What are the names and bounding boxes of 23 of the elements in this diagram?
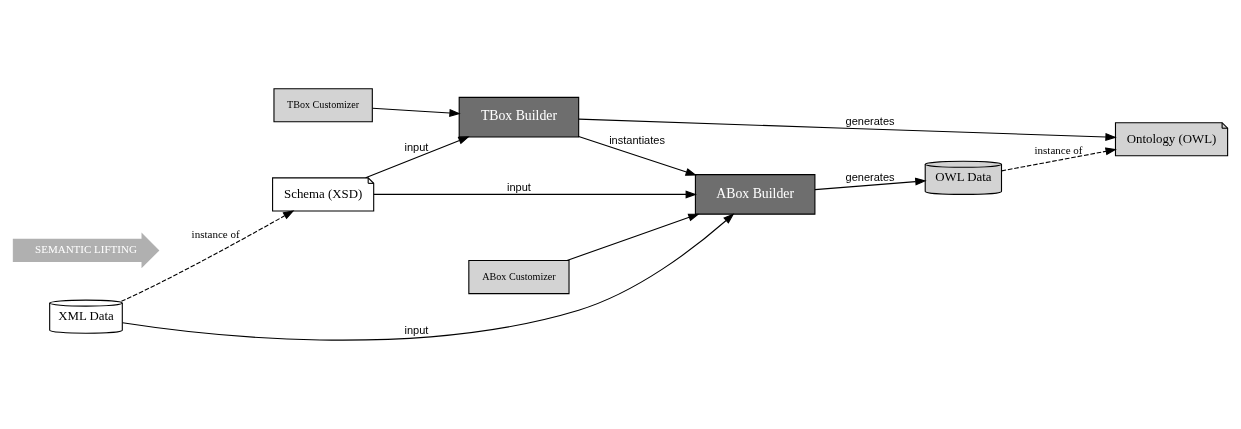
- arrow: [1001, 147, 1117, 172]
- edge-label: input: [404, 323, 429, 336]
- arrow: [371, 107, 461, 117]
- edge-label: generates: [845, 115, 895, 128]
- edge-label: instantiates: [609, 134, 665, 147]
- arrow: [578, 136, 697, 176]
- node-box: ABox Customizer: [468, 260, 570, 295]
- edge-label: input: [404, 140, 429, 153]
- arrow: [365, 136, 470, 179]
- edge-label: instance of: [1034, 143, 1083, 156]
- edge-label: instance of: [191, 228, 240, 241]
- label: SEMANTIC LIFTING: [35, 243, 137, 256]
- node-box: ABox Builder: [694, 174, 816, 215]
- arrow: [578, 118, 1117, 141]
- arrow: [373, 190, 697, 199]
- node-box: TBox Customizer: [273, 88, 373, 123]
- edge-label: input: [506, 181, 531, 194]
- arrow: [120, 210, 295, 302]
- arrow: [814, 177, 927, 191]
- arrow: [121, 213, 735, 341]
- arrow: [566, 213, 700, 261]
- node-box: TBox Builder: [458, 96, 580, 138]
- edge-label: generates: [845, 171, 895, 184]
